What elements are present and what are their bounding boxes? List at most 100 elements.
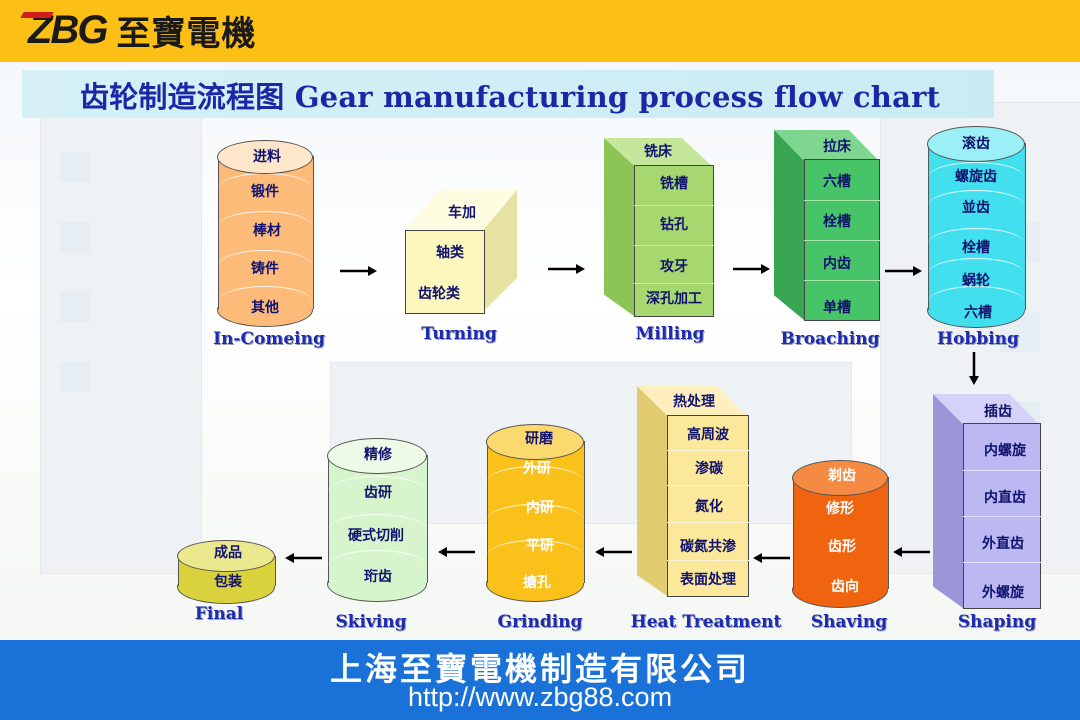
logo-name: 至寶電機 — [116, 14, 257, 54]
box-divider — [667, 522, 749, 523]
item-text: 表面处理 — [680, 572, 736, 588]
company-url[interactable]: http://www.zbg88.com — [407, 682, 673, 712]
arrow-left-icon — [893, 547, 930, 557]
box-divider — [634, 245, 714, 246]
stage-label-shaving: Shaving — [810, 612, 888, 632]
box-divider — [667, 485, 749, 486]
arrow-right-icon — [733, 264, 770, 274]
box-divider — [804, 280, 880, 281]
box-front-face — [634, 165, 714, 317]
item-text: 滚齿 — [962, 136, 990, 152]
item-text: 单槽 — [823, 300, 851, 316]
item-text: 攻牙 — [660, 259, 688, 275]
cylinder-top — [217, 140, 313, 174]
item-text: 蜗轮 — [962, 273, 990, 289]
item-text: 铣槽 — [660, 176, 688, 192]
cylinder-band — [487, 540, 583, 571]
item-text: 轴类 — [436, 245, 464, 261]
skiving-cylinder: 精修 齿研 硬式切削 珩齿 — [327, 438, 428, 602]
item-text: 齿形 — [828, 539, 856, 555]
item-text: 其他 — [251, 300, 279, 316]
logo-swoosh-icon — [20, 12, 54, 18]
box-front-face — [405, 230, 485, 314]
cylinder-band — [218, 250, 312, 281]
milling-box: 铣床 铣槽 钻孔 攻牙 深孔加工 — [604, 138, 714, 318]
item-text: 氮化 — [695, 499, 723, 515]
broaching-box: 拉床 六槽 栓槽 内齿 单槽 — [774, 130, 880, 322]
arrow-right-icon — [885, 266, 922, 276]
cylinder-band — [928, 228, 1024, 259]
cylinder-top — [327, 438, 427, 474]
stage-label-turning: Turning — [421, 324, 497, 344]
grinding-cylinder: 研磨 外研 内研 平研 搪孔 — [486, 424, 585, 602]
item-text: 修形 — [826, 501, 854, 517]
shaping-box: 插齿 内螺旋 内直齿 外直齿 外螺旋 — [933, 394, 1041, 610]
box-divider — [963, 516, 1041, 517]
item-text: 齿向 — [831, 579, 859, 595]
window — [60, 222, 90, 252]
stage-label-incoming: In-Comeing — [213, 329, 325, 349]
box-side-face — [774, 130, 804, 320]
stage-label-milling: Milling — [635, 324, 705, 344]
cylinder-band — [328, 550, 426, 581]
item-text: 车加 — [448, 205, 476, 221]
item-text: 拉床 — [823, 139, 851, 155]
arrow-left-icon — [285, 553, 322, 563]
item-text: 棒材 — [253, 223, 281, 239]
stage-label-skiving: Skiving — [335, 612, 407, 632]
cylinder-band — [928, 162, 1024, 193]
box-side-face — [604, 138, 634, 316]
box-divider — [804, 200, 880, 201]
item-text: 精修 — [364, 447, 392, 463]
cylinder-band — [328, 514, 426, 545]
box-front-face — [667, 415, 749, 597]
arrow-down-icon — [969, 352, 979, 385]
item-text: 内直齿 — [984, 490, 1026, 506]
page-title: 齿轮制造流程图 Gear manufacturing process flow … — [80, 80, 941, 114]
stage-label-hobbing: Hobbing — [937, 329, 1019, 349]
window — [60, 152, 90, 182]
hobbing-cylinder: 滚齿 螺旋齿 並齿 栓槽 蜗轮 六槽 — [927, 126, 1026, 328]
window — [60, 292, 90, 322]
heat-treatment-box: 热处理 高周波 渗碳 氮化 碳氮共渗 表面处理 — [637, 386, 749, 598]
item-text: 六槽 — [823, 174, 851, 190]
item-text: 硬式切削 — [348, 528, 404, 544]
item-text: 外螺旋 — [982, 585, 1024, 601]
item-text: 並齿 — [962, 200, 990, 216]
cylinder-band — [218, 211, 312, 242]
background-photo — [0, 62, 1080, 640]
item-text: 齿轮类 — [418, 286, 460, 302]
box-divider — [667, 560, 749, 561]
cylinder-band — [218, 286, 312, 317]
item-text: 碳氮共渗 — [680, 539, 736, 555]
cylinder-band — [928, 190, 1024, 221]
box-divider — [634, 283, 714, 284]
cylinder-band — [928, 286, 1024, 317]
item-text: 珩齿 — [364, 569, 392, 585]
final-cylinder: 成品 包装 — [177, 540, 276, 604]
item-text: 平研 — [526, 538, 554, 554]
item-text: 六槽 — [964, 305, 992, 321]
incoming-cylinder: 进料 锻件 棒材 铸件 其他 — [217, 140, 314, 327]
item-text: 成品 — [214, 545, 242, 561]
stage-label-broaching: Broaching — [780, 329, 880, 349]
stage-label-grinding: Grinding — [497, 612, 583, 632]
stage-label-shaping: Shaping — [957, 612, 1037, 632]
item-text: 铸件 — [251, 261, 279, 277]
arrow-left-icon — [438, 547, 475, 557]
cylinder-top — [177, 540, 275, 572]
arrow-left-icon — [595, 547, 632, 557]
item-text: 栓槽 — [962, 240, 990, 256]
item-text: 锻件 — [251, 184, 279, 200]
footer-bar — [0, 640, 1080, 720]
item-text: 螺旋齿 — [955, 169, 997, 185]
item-text: 进料 — [253, 149, 281, 165]
cylinder-band — [328, 476, 426, 507]
arrow-right-icon — [340, 266, 377, 276]
item-text: 内研 — [526, 500, 554, 516]
item-text: 内齿 — [823, 256, 851, 272]
item-text: 栓槽 — [823, 214, 851, 230]
item-text: 铣床 — [644, 144, 672, 160]
box-side-face — [933, 394, 963, 608]
item-text: 渗碳 — [695, 461, 723, 477]
